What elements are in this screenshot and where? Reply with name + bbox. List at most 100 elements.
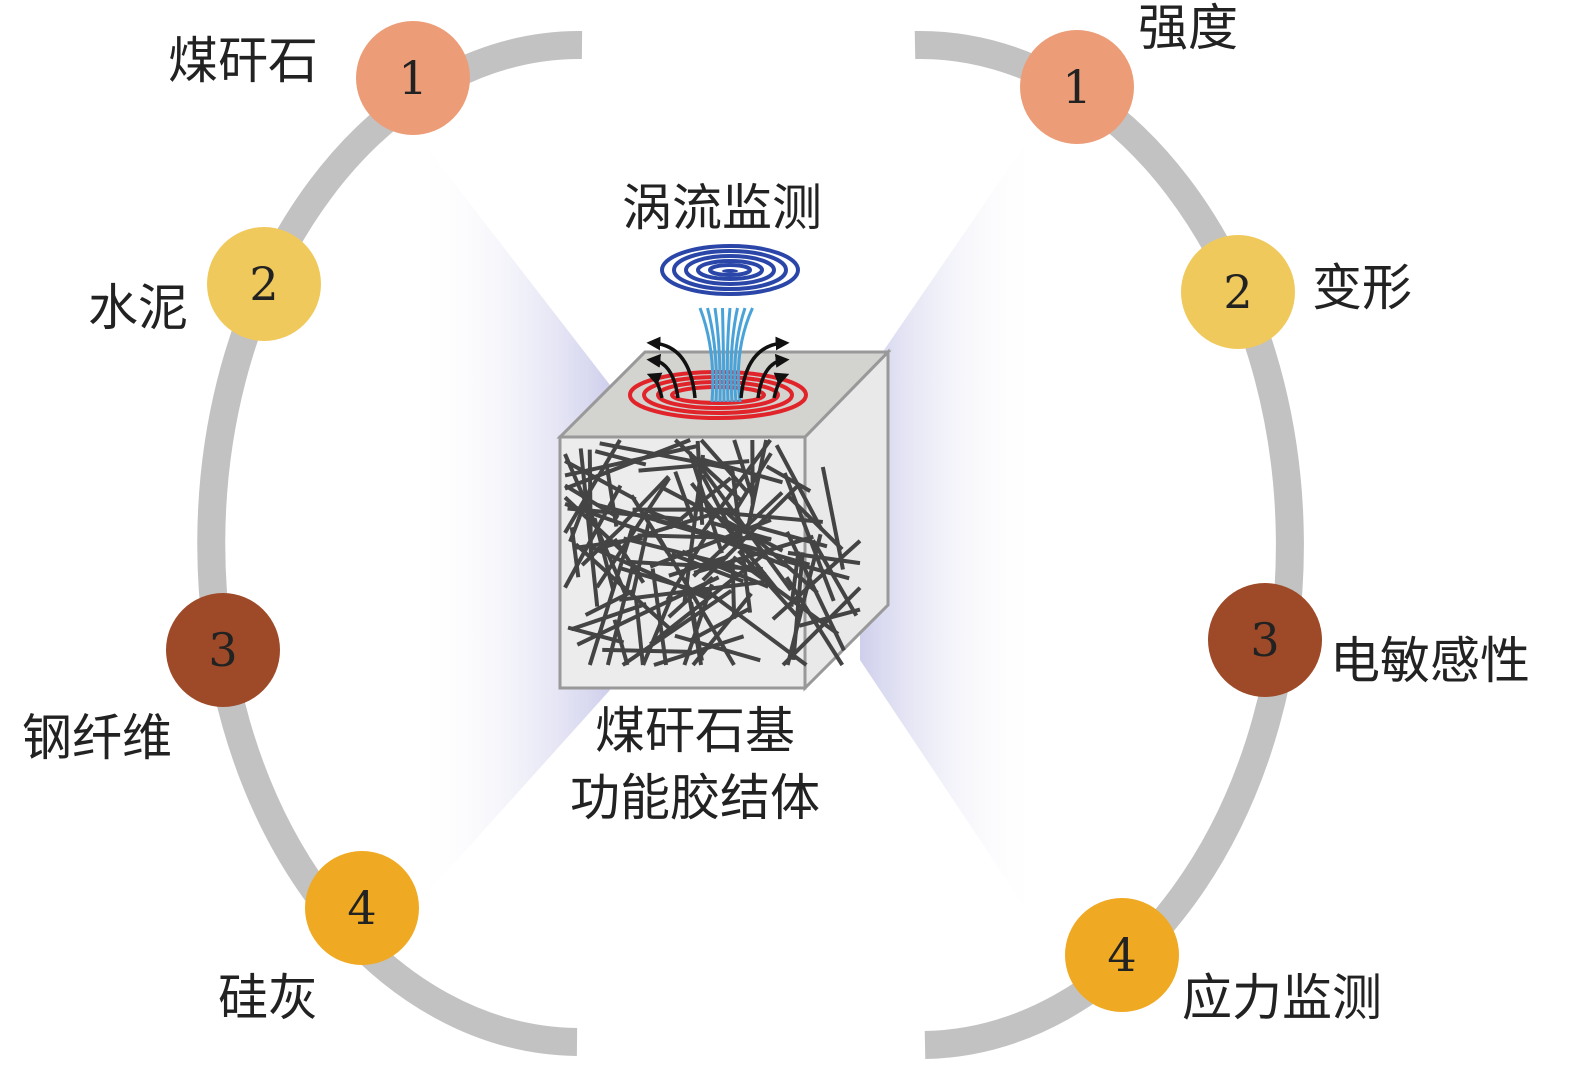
node-label: 水泥 <box>88 279 188 337</box>
fiber <box>669 476 732 530</box>
fiber <box>570 602 647 632</box>
eddy-current-arrows <box>646 336 790 399</box>
fiber <box>771 539 862 621</box>
fiber <box>673 438 743 503</box>
coil-ring <box>628 370 808 420</box>
fiber <box>605 560 636 666</box>
coil-ring <box>670 385 766 405</box>
arrow <box>739 336 790 399</box>
coil-ring <box>708 263 752 277</box>
arrow <box>646 336 697 399</box>
fiber <box>637 533 771 541</box>
node-number: 3 <box>208 623 237 677</box>
node-number: 4 <box>1107 928 1136 982</box>
fiber <box>621 589 733 667</box>
field-line <box>736 307 754 403</box>
node-label: 钢纤维 <box>22 709 172 767</box>
node-label: 变形 <box>1312 259 1412 317</box>
fiber <box>687 451 724 554</box>
node-number: 1 <box>398 51 427 105</box>
fiber <box>820 466 845 570</box>
fiber <box>733 452 773 513</box>
fiber <box>564 502 652 536</box>
coil-center <box>722 269 738 273</box>
field-line <box>706 307 718 403</box>
right-node-4: 4 应力监测 <box>1065 898 1382 1027</box>
eddy-monitoring-label: 涡流监测 <box>622 179 822 237</box>
fiber <box>701 457 784 485</box>
fiber <box>730 468 753 613</box>
node-number: 4 <box>347 881 376 935</box>
fiber <box>698 464 793 592</box>
steel-fibers <box>563 438 862 667</box>
fiber <box>782 472 836 602</box>
fiber <box>744 439 769 535</box>
coil-ring <box>656 380 780 410</box>
fiber <box>783 558 850 581</box>
fiber <box>564 459 637 502</box>
field-line <box>733 307 747 403</box>
node-label: 应力监测 <box>1182 969 1382 1027</box>
bottom-coil <box>628 370 808 420</box>
fiber <box>641 595 674 666</box>
left-node-1: 1 煤矸石 <box>168 21 470 135</box>
node-number: 1 <box>1062 60 1091 114</box>
arrow <box>756 353 790 399</box>
fiber <box>691 592 753 667</box>
node-number: 2 <box>249 257 278 311</box>
node-label: 强度 <box>1138 0 1238 57</box>
coil-ring <box>660 244 800 296</box>
arrow <box>646 353 680 399</box>
fiber <box>626 559 763 571</box>
fiber <box>592 517 616 591</box>
field-line <box>721 307 726 403</box>
fiber <box>798 607 861 628</box>
fiber <box>580 523 625 567</box>
fiber <box>563 484 623 589</box>
arrow <box>646 372 664 399</box>
field-line <box>725 307 732 403</box>
fiber <box>774 444 824 531</box>
material-label-line1: 煤矸石基 <box>595 702 795 760</box>
fiber <box>674 633 761 663</box>
right-node-2: 2 变形 <box>1181 235 1412 349</box>
field-line <box>713 307 722 403</box>
fiber <box>689 607 751 642</box>
magnetic-field-lines <box>698 307 754 403</box>
fiber <box>587 526 635 666</box>
right-shade <box>860 130 1040 930</box>
arrow <box>772 372 790 399</box>
fiber <box>564 438 691 491</box>
fiber <box>587 449 593 559</box>
fiber <box>689 601 704 662</box>
left-shade <box>413 130 610 890</box>
node-number: 3 <box>1250 613 1279 667</box>
coil-ring <box>696 259 764 281</box>
fiber <box>789 551 801 607</box>
fiber <box>718 510 824 524</box>
fiber <box>649 518 772 569</box>
fiber <box>681 549 769 589</box>
material-label-line2: 功能胶结体 <box>570 769 820 827</box>
fiber <box>650 568 669 666</box>
left-node-3: 3 钢纤维 <box>22 593 280 767</box>
node-label: 电敏感性 <box>1330 632 1530 690</box>
coil-ring <box>672 249 788 291</box>
fiber <box>811 539 859 617</box>
right-node-3: 3 电敏感性 <box>1208 583 1530 697</box>
fiber <box>667 575 715 619</box>
cube <box>556 348 892 692</box>
right-node-1: 1 强度 <box>1020 0 1238 144</box>
coil-ring <box>684 254 776 286</box>
probe-coil <box>660 244 800 296</box>
node-number: 2 <box>1223 265 1252 319</box>
fiber <box>599 441 730 471</box>
field-line <box>698 307 715 403</box>
fiber <box>620 566 717 599</box>
field-line <box>729 307 739 403</box>
node-label: 煤矸石 <box>168 32 318 90</box>
left-node-4: 4 硅灰 <box>218 851 419 1027</box>
coil-ring <box>642 375 794 415</box>
